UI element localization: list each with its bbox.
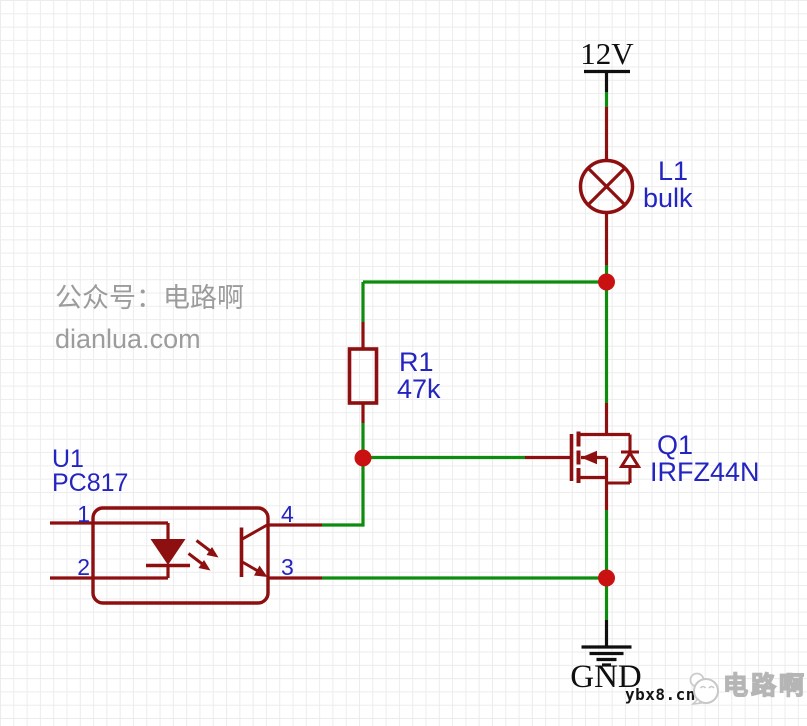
junction-dot [354,449,372,467]
opto-pin3-label: 3 [281,554,294,580]
opto-pin1-label: 1 [77,501,90,527]
lamp-value-label: bulk [643,183,693,213]
net-wires [322,92,609,620]
resistor-value-label: 47k [397,374,441,404]
opto-pin2-label: 2 [77,554,90,580]
mosfet-symbol [569,431,642,485]
led-icon [146,523,190,578]
lamp-symbol [578,158,635,215]
footer-brand-text: 电路啊 [722,672,807,700]
mosfet-ref-label: Q1 [657,430,694,460]
brand-logo-icon [689,672,719,706]
ground-symbol [581,620,632,667]
power-flag-12v [584,69,630,92]
wire-pin4-to-gate [322,458,365,527]
resistor-ref-label: R1 [399,347,434,377]
net-label-12v: 12V [580,36,634,71]
junction-dot [598,569,615,587]
body-diode-icon [606,434,642,485]
optocoupler-symbol [91,506,270,605]
opto-ref-label: U1 [52,445,84,473]
junction-dot [598,273,615,291]
mosfet-body-arrow-icon [581,450,597,465]
lamp-ref-label: L1 [658,156,689,186]
optocoupler-body [91,506,270,605]
watermark-line1: 公众号：电路啊 [55,283,244,313]
footer-site-text: ybx8.cn [625,685,696,704]
opto-pin4-label: 4 [281,501,294,527]
component-leads [50,107,609,580]
light-arrows-icon [187,539,219,571]
mosfet-value-label: IRFZ44N [650,457,760,487]
phototransistor-icon [239,523,269,577]
opto-value-label: PC817 [52,469,129,497]
net-label-gnd: GND [570,659,642,695]
resistor-symbol [347,347,379,405]
watermark-line2: dianlua.com [55,324,201,354]
